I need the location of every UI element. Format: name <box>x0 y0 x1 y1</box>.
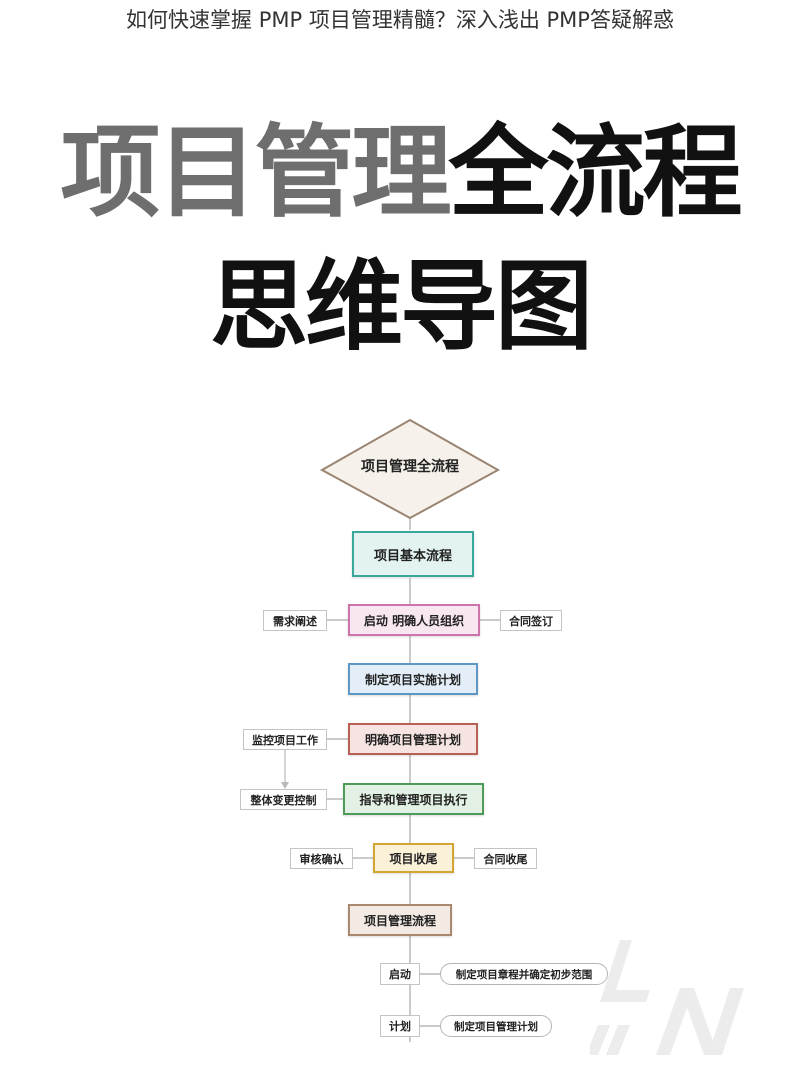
root-diamond-shape <box>319 418 501 520</box>
mgmt-phase-initiate: 启动 <box>380 963 420 985</box>
side-node-contract-closure: 合同收尾 <box>474 848 537 869</box>
node-initiate-organize: 启动 明确人员组织 <box>348 604 480 636</box>
side-node-change-control: 整体变更控制 <box>240 789 327 810</box>
node-implementation-plan: 制定项目实施计划 <box>348 663 478 695</box>
watermark-logo <box>590 940 744 1055</box>
mgmt-detail-management-plan: 制定项目管理计划 <box>440 1015 552 1037</box>
banner-title: 项目管理全流程 <box>50 118 750 228</box>
flowchart-root: 项目管理全流程 <box>361 459 459 475</box>
node-management-plan: 明确项目管理计划 <box>348 723 478 755</box>
mgmt-phase-plan: 计划 <box>380 1015 420 1037</box>
node-management-flow: 项目管理流程 <box>348 904 452 936</box>
node-direct-execution: 指导和管理项目执行 <box>343 783 484 815</box>
side-node-review: 审核确认 <box>290 848 353 869</box>
node-basic-flow: 项目基本流程 <box>352 531 474 577</box>
banner-title-gray: 项目管理 <box>60 114 452 231</box>
page-title: 如何快速掌握 PMP 项目管理精髓？深入浅出 PMP答疑解惑 <box>126 8 674 32</box>
banner-subtitle: 思维导图 <box>209 250 593 364</box>
node-project-closure: 项目收尾 <box>373 843 454 873</box>
side-node-requirements: 需求阐述 <box>263 610 327 631</box>
side-node-contract-signing: 合同签订 <box>500 610 562 631</box>
arrow-head-icon <box>281 782 289 789</box>
side-node-monitor-work: 监控项目工作 <box>243 729 327 750</box>
mgmt-detail-charter-scope: 制定项目章程并确定初步范围 <box>440 963 608 985</box>
banner-title-black: 全流程 <box>448 114 743 231</box>
